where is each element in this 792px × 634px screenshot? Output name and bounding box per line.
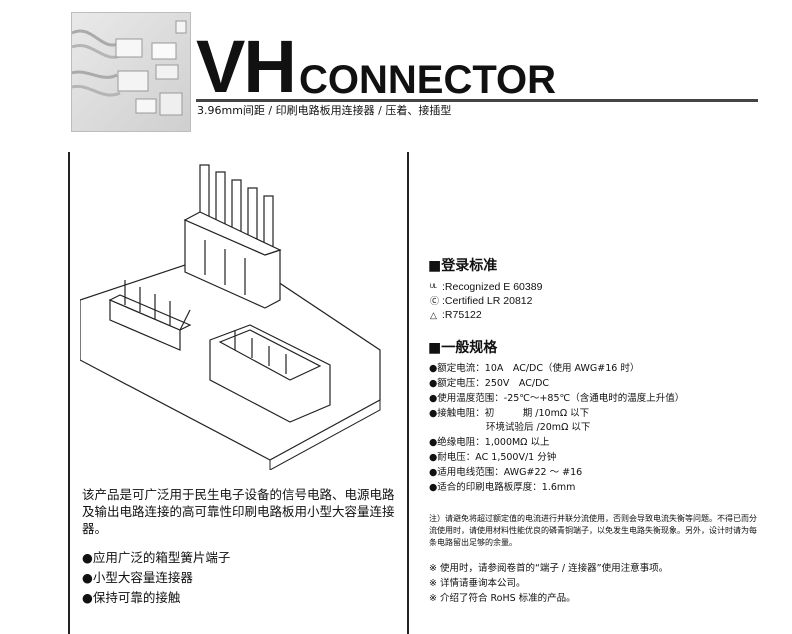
cert-tuv: △ :R75122 [430, 309, 482, 322]
feature-item: ●应用广泛的箱型簧片端子 [82, 550, 231, 565]
cert-ul: ᵁᴸ :Recognized E 60389 [430, 281, 542, 294]
product-description: 该产品是可广泛用于民生电子设备的信号电路、电源电路及输出电路连接的高可靠性印刷电… [82, 487, 395, 536]
tuv-triangle-icon: △ [430, 310, 437, 320]
spec-item: ●适用电线范围：AWG#22 ～ #16 [429, 467, 583, 478]
product-photo [71, 12, 191, 132]
remark-item: ※ 使用时，请参阅卷首的“端子 / 连接器”使用注意事项。 [429, 563, 669, 574]
title-vh: VH [196, 25, 297, 108]
title-connector: CONNECTOR [299, 58, 557, 102]
connector-illustration [80, 164, 381, 470]
spec-item: ●接触电阻：初 期 /10mΩ 以下 [429, 408, 590, 419]
spec-item: ●耐电压：AC 1,500V/1 分钟 [429, 452, 557, 463]
spec-item: 环境试验后 /20mΩ 以下 [429, 422, 591, 433]
cert-text: :R75122 [442, 309, 482, 321]
subtitle: 3.96mm间距 / 印刷电路板用连接器 / 压着、接插型 [197, 104, 452, 117]
ul-icon: ᵁᴸ [430, 282, 438, 292]
spec-item: ●额定电压：250V AC/DC [429, 378, 550, 389]
product-photo-illustration [72, 20, 187, 116]
title-rule [196, 99, 758, 102]
cert-csa: Ⓒ:Certified LR 20812 [430, 295, 532, 308]
csa-icon: Ⓒ [430, 296, 440, 306]
left-column-rule [68, 152, 70, 634]
current-note: 注）请避免将超过额定值的电流进行并联分流使用，否则会导致电流失衡等问题。不得已而… [429, 514, 757, 547]
remark-item: ※ 详情请垂询本公司。 [429, 578, 526, 589]
certifications-heading: ■登录标准 [428, 258, 498, 274]
specs-heading: ■一般规格 [428, 340, 498, 356]
spec-item: ●额定电流：10A AC/DC（使用 AWG#16 时） [429, 363, 640, 374]
cert-text: :Recognized E 60389 [442, 281, 543, 293]
cert-text: :Certified LR 20812 [442, 295, 533, 307]
spec-item: ●绝缘电阻：1,000MΩ 以上 [429, 437, 550, 448]
feature-item: ●小型大容量连接器 [82, 570, 193, 585]
middle-column-rule [407, 152, 409, 634]
feature-item: ●保持可靠的接触 [82, 590, 181, 605]
spec-item: ●使用温度范围：-25℃～+85℃（含通电时的温度上升值） [429, 393, 685, 404]
spec-item: ●适合的印刷电路板厚度：1.6mm [429, 482, 576, 493]
remark-item: ※ 介绍了符合 RoHS 标准的产品。 [429, 593, 576, 604]
